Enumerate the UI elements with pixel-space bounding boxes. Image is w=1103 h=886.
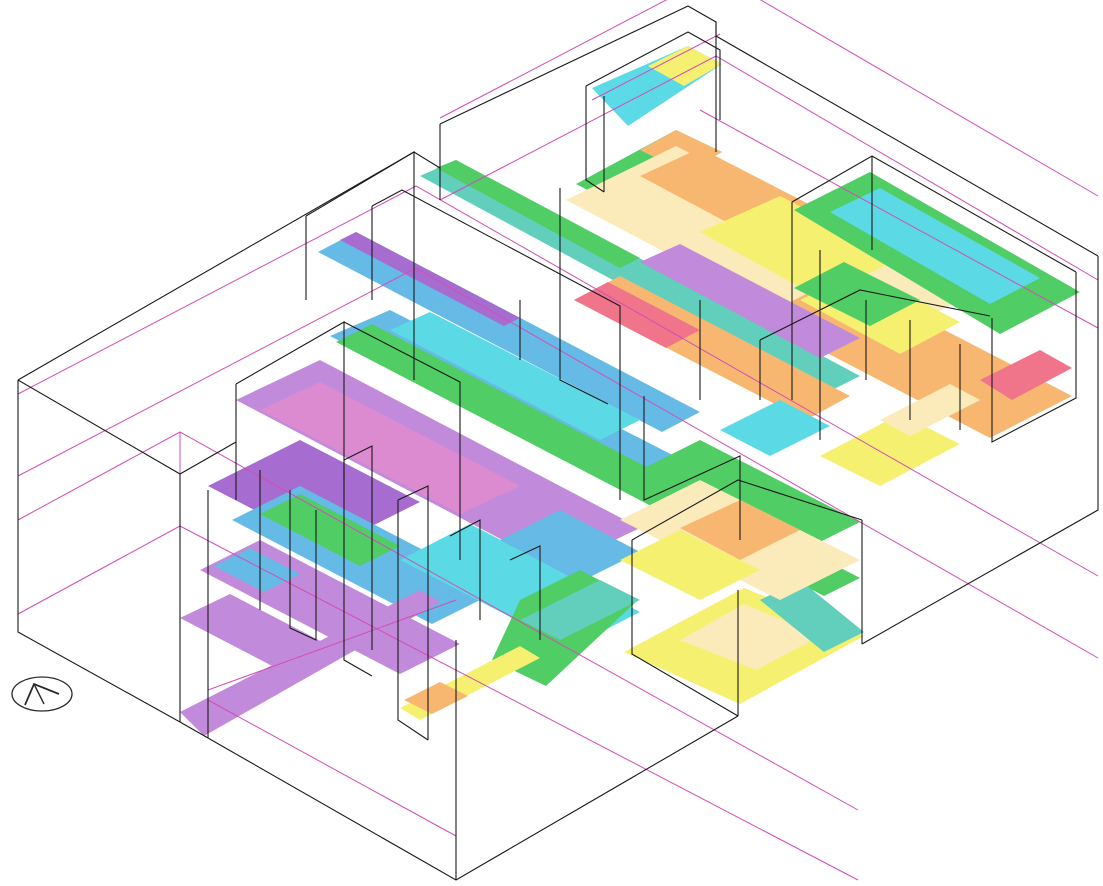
wire-edge bbox=[207, 715, 739, 881]
analysis-plane bbox=[794, 262, 920, 326]
analysis-plane bbox=[180, 594, 330, 670]
analysis-plane bbox=[980, 350, 1072, 400]
analysis-plane bbox=[760, 580, 864, 652]
analysis-plane bbox=[404, 682, 468, 714]
level-line bbox=[17, 267, 1099, 659]
level-line bbox=[17, 185, 1099, 577]
wire-edge bbox=[343, 460, 373, 677]
analysis-plane bbox=[830, 188, 1040, 304]
analysis-plane bbox=[720, 400, 830, 456]
wire-edge bbox=[397, 500, 429, 741]
wire-edge bbox=[449, 519, 481, 620]
analysis-plane bbox=[214, 548, 300, 592]
analysis-planes bbox=[180, 46, 1080, 736]
analysis-plane bbox=[260, 494, 400, 566]
analysis-plane bbox=[680, 604, 820, 670]
wire-edge bbox=[631, 540, 739, 717]
north-arrow-pointer bbox=[24, 682, 60, 706]
north-arrow-ellipse bbox=[11, 676, 73, 712]
wire-edge bbox=[305, 151, 415, 380]
level-line bbox=[207, 599, 457, 691]
wire-edge bbox=[439, 5, 717, 152]
wire-edge bbox=[585, 31, 721, 120]
north-arrow-stem bbox=[33, 683, 45, 705]
north-arrow-icon bbox=[11, 676, 73, 712]
analysis-plane bbox=[436, 160, 640, 268]
wire-edge bbox=[179, 441, 237, 475]
analysis-plane bbox=[340, 232, 520, 326]
wire-edge bbox=[289, 490, 317, 641]
analysis-plane bbox=[520, 580, 640, 640]
wire-edge bbox=[585, 86, 605, 193]
analysis-plane bbox=[500, 510, 640, 582]
level-line bbox=[439, 0, 1099, 197]
building-wireframe bbox=[17, 5, 1099, 881]
level-lines bbox=[17, 0, 1099, 881]
wire-edge bbox=[179, 721, 209, 739]
wire-edge bbox=[343, 321, 461, 560]
wire-edge bbox=[991, 272, 1077, 443]
analysis-plane bbox=[260, 382, 520, 514]
analysis-plane bbox=[620, 530, 760, 600]
wire-edge bbox=[509, 545, 541, 640]
wire-edge bbox=[715, 22, 1099, 257]
wire-edge bbox=[371, 189, 621, 500]
analysis-plane bbox=[640, 244, 860, 358]
wire-edge bbox=[17, 379, 181, 722]
wire-edge bbox=[343, 445, 373, 650]
wire-edge bbox=[759, 289, 991, 341]
analysis-plane bbox=[180, 590, 440, 736]
wire-edge bbox=[631, 479, 863, 541]
analysis-plane bbox=[648, 46, 722, 86]
level-line bbox=[591, 33, 721, 101]
analysis-plane bbox=[640, 440, 860, 552]
analysis-plane bbox=[880, 384, 980, 436]
wire-edge bbox=[397, 485, 429, 740]
analysis-plane bbox=[820, 414, 960, 486]
level-line bbox=[207, 699, 457, 837]
analysis-plane bbox=[390, 312, 640, 440]
wire-edge bbox=[861, 256, 1099, 645]
level-line bbox=[699, 109, 1099, 329]
wire-edge bbox=[17, 380, 181, 723]
wire-edge bbox=[643, 396, 741, 540]
wire-edge bbox=[559, 188, 609, 405]
